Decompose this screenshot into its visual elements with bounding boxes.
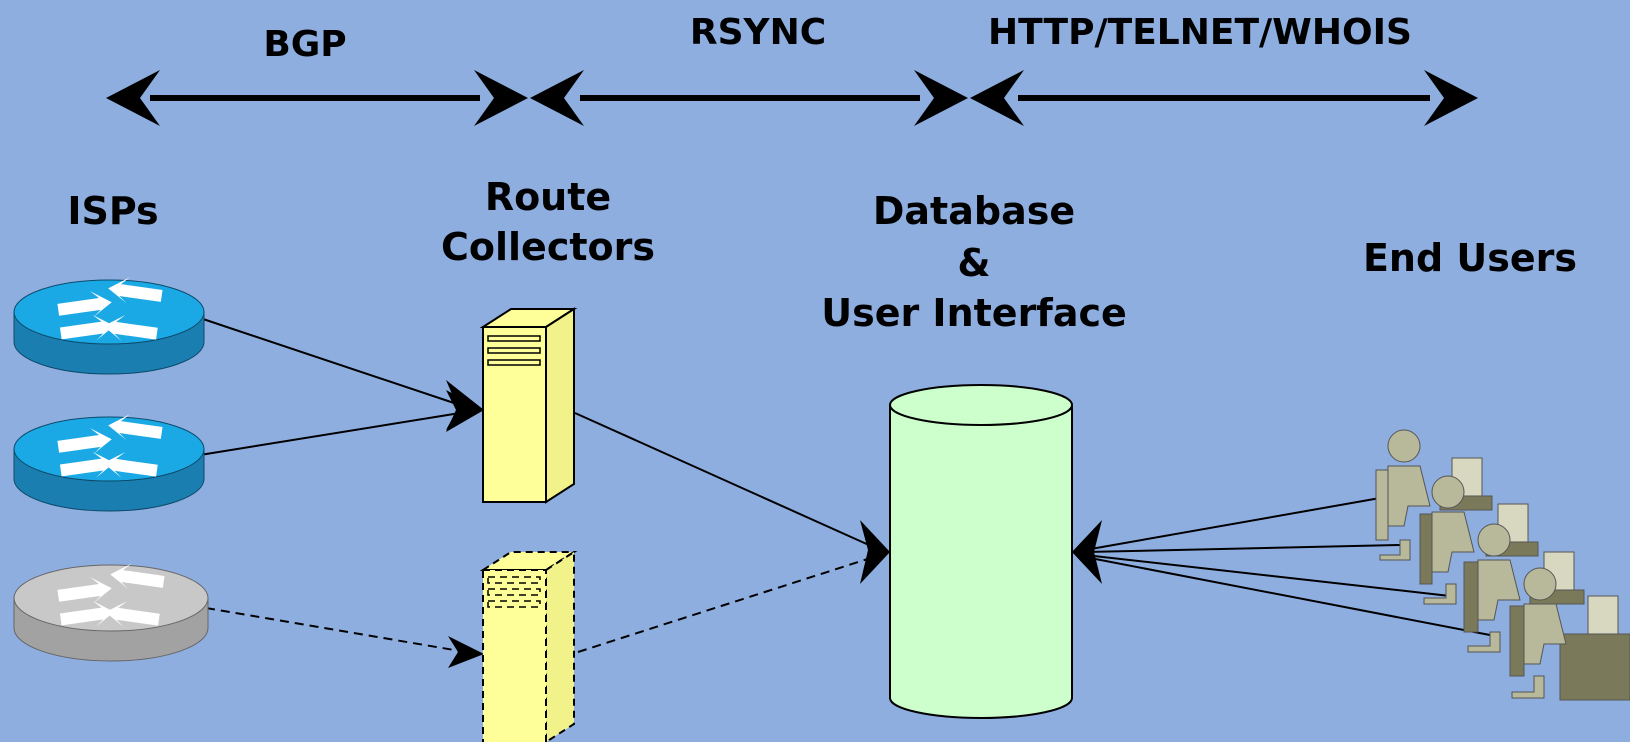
- label-collectors-line1: Route: [485, 175, 611, 219]
- label-isps: ISPs: [67, 189, 158, 233]
- label-db-line3: User Interface: [821, 291, 1127, 335]
- user-icon-3: [1463, 523, 1585, 653]
- server-icon-collector-2: [479, 550, 578, 742]
- database-icon: [889, 384, 1073, 719]
- user-icon-2: [1419, 475, 1539, 605]
- protocol-arrows: [106, 70, 1478, 126]
- connection-arrowheads: [446, 380, 1102, 668]
- router-icon-isp-1: [13, 277, 205, 375]
- protocol-label-http: HTTP/TELNET/WHOIS: [988, 12, 1412, 53]
- protocol-label-bgp: BGP: [263, 24, 346, 65]
- label-db-line1: Database: [873, 189, 1075, 233]
- label-collectors-line2: Collectors: [441, 225, 655, 269]
- router-icon-isp-inactive: [13, 563, 209, 662]
- server-icon-collector-1: [479, 307, 578, 504]
- end-users-icon: [1375, 429, 1630, 701]
- user-icon-4: [1509, 567, 1630, 701]
- router-icon-isp-2: [13, 414, 205, 512]
- connection-lines: [199, 317, 1496, 653]
- label-end-users: End Users: [1363, 236, 1577, 280]
- protocol-label-rsync: RSYNC: [690, 12, 826, 53]
- label-db-line2: &: [957, 241, 990, 285]
